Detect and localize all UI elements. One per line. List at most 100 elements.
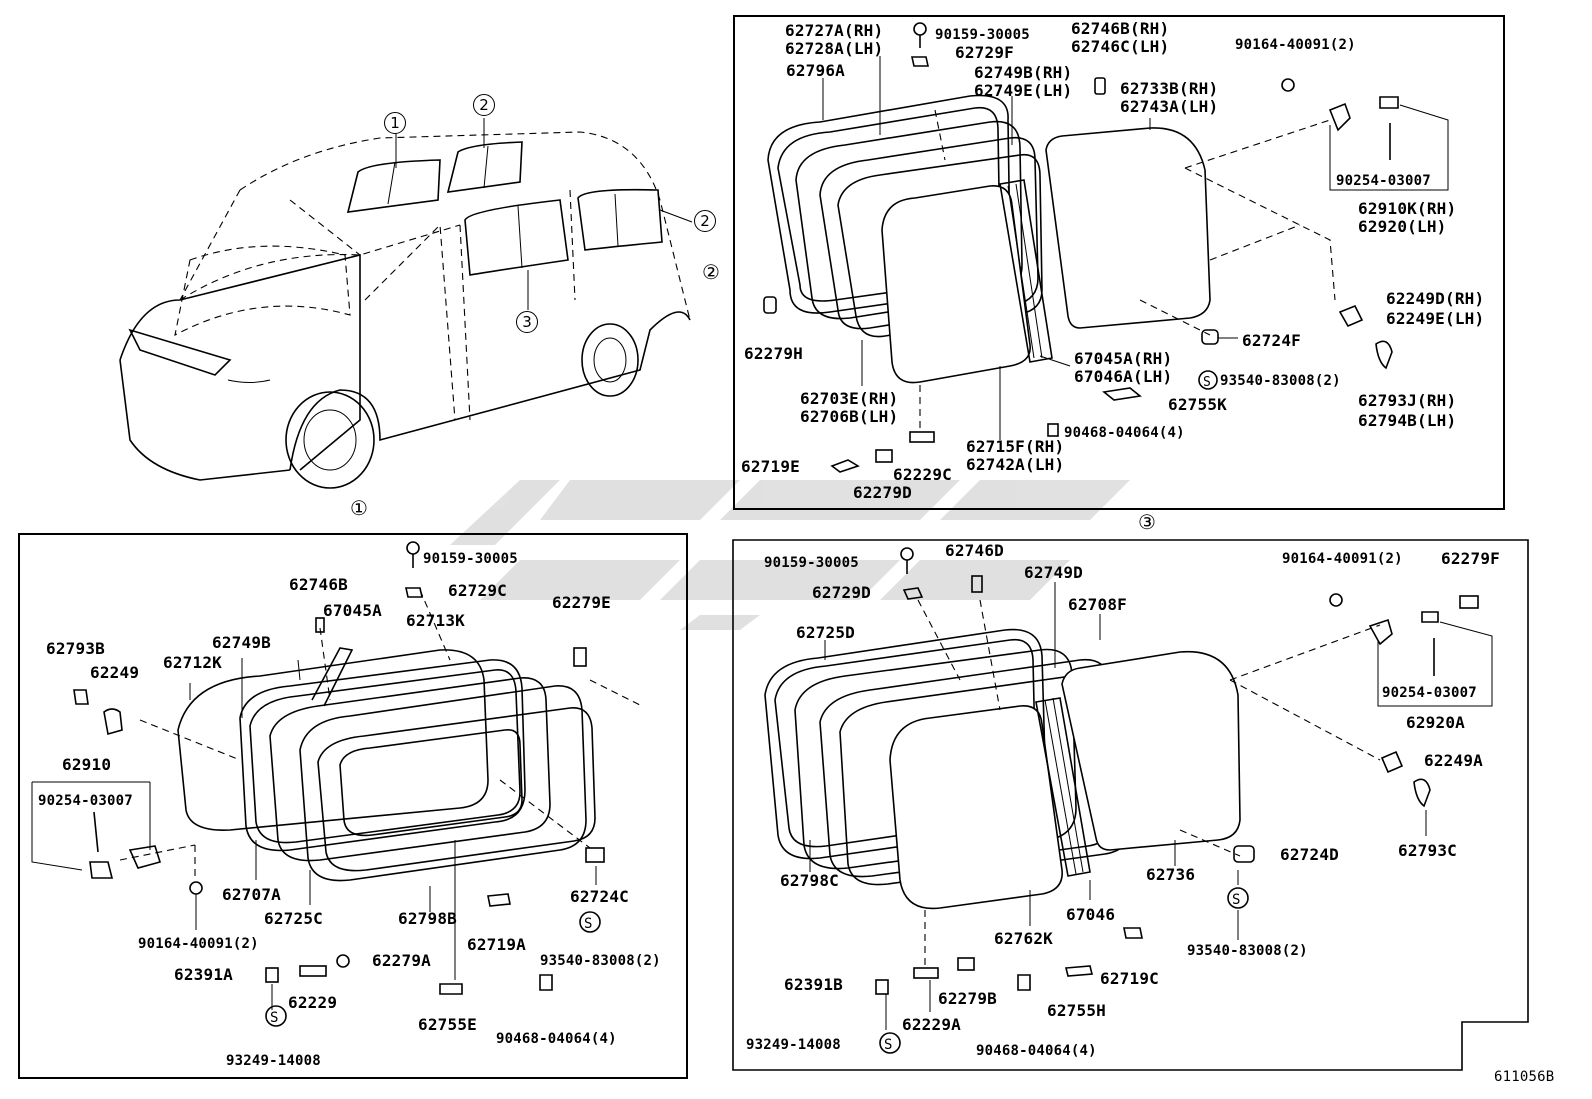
part-label: 62712K [163,653,222,672]
part-label: 62729C [448,581,507,600]
part-label: 62798C [780,871,839,890]
part-label: 62798B [398,909,457,928]
part-label: 90164-40091(2) [1282,551,1403,567]
part-label: 62279B [938,989,997,1008]
part-label: 67045A [323,601,382,620]
part-label: 62749D [1024,563,1083,582]
part-label: 67046A(LH) [1074,367,1173,386]
part-label: 62724F [1242,331,1301,350]
svg-text:S: S [1232,892,1240,908]
part-label: 62755E [418,1015,477,1034]
part-label: 62391B [784,975,843,994]
part-label: 62708F [1068,595,1127,614]
part-label: 62707A [222,885,281,904]
part-label: 62279E [552,593,611,612]
part-label: 62746D [945,541,1004,560]
part-label: 62279A [372,951,431,970]
part-label: 90159-30005 [764,555,859,571]
part-label: 62229C [893,465,952,484]
panel-bottom-left-drawing [31,541,641,1010]
part-label: 62793B [46,639,105,658]
part-label: 62728A(LH) [785,39,884,58]
part-label: 62391A [174,965,233,984]
callout-3: 3 [516,311,538,333]
part-label: 90254-03007 [38,793,133,809]
part-label: 62279H [744,344,803,363]
watermark-logo [450,480,1130,630]
part-label: 90468-04064(4) [496,1031,617,1047]
part-label: 62724D [1280,845,1339,864]
s-symbols: S S S S S [265,370,1249,1054]
part-label: 62249E(LH) [1386,309,1485,328]
part-label: 62910K(RH) [1358,199,1457,218]
part-label: 62715F(RH) [966,437,1065,456]
part-label: 90164-40091(2) [138,936,259,952]
part-label: 62796A [786,61,845,80]
part-label: 62729F [955,43,1014,62]
part-label: 62920A [1406,713,1465,732]
part-label: 62725D [796,623,855,642]
part-label: 62755K [1168,395,1227,414]
part-label: 62249A [1424,751,1483,770]
svg-text:S: S [1203,375,1211,390]
part-label: 62746C(LH) [1071,37,1170,56]
part-label: 62794B(LH) [1358,411,1457,430]
panel-bottom-left-frame [18,533,688,1079]
part-label: 62746B(RH) [1071,19,1170,38]
panel-top-right-drawing [763,22,1449,473]
part-label: 62910 [62,755,112,774]
part-label: 90468-04064(4) [1064,425,1185,441]
part-label: 62749B [212,633,271,652]
part-label: 62743A(LH) [1120,97,1219,116]
callout-2-roof: 2 [473,94,495,116]
panel-bottom-right-drawing [764,547,1493,1030]
part-label: 62703E(RH) [800,389,899,408]
part-label: 90468-04064(4) [976,1043,1097,1059]
part-label: 62746B [289,575,348,594]
part-label: 93540-83008(2) [1187,943,1308,959]
part-label: 62719C [1100,969,1159,988]
part-label: 62749E(LH) [974,81,1073,100]
part-label: 62706B(LH) [800,407,899,426]
part-label: 62725C [264,909,323,928]
part-label: 62719A [467,935,526,954]
part-label: 62762K [994,929,1053,948]
part-label: 90159-30005 [423,551,518,567]
callout-2-side: 2 [694,210,716,232]
panel-bottom-right-frame [732,539,1529,1071]
part-label: 62920(LH) [1358,217,1447,236]
part-label: 62793C [1398,841,1457,860]
part-label: 93249-14008 [226,1053,321,1069]
part-label: 62755H [1047,1001,1106,1020]
part-label: 62793J(RH) [1358,391,1457,410]
part-label: 62279F [1441,549,1500,568]
callout-1: 1 [384,112,406,134]
part-label: 62713K [406,611,465,630]
section-title-2: ② [702,260,720,284]
part-label: 62719E [741,457,800,476]
part-label: 62249 [90,663,140,682]
svg-text:S: S [270,1010,278,1026]
part-label: 90164-40091(2) [1235,37,1356,53]
part-label: 90254-03007 [1382,685,1477,701]
panel-top-right-frame [733,15,1505,510]
part-label: 67045A(RH) [1074,349,1173,368]
part-label: 62229 [288,993,338,1012]
part-label: 93249-14008 [746,1037,841,1053]
part-label: 90159-30005 [935,27,1030,43]
section-title-1: ① [350,496,368,520]
part-label: 90254-03007 [1336,173,1431,189]
part-label: 93540-83008(2) [540,953,661,969]
part-label: 67046 [1066,905,1116,924]
document-code: 611056B [1494,1069,1555,1085]
part-label: 62729D [812,583,871,602]
part-label: 62749B(RH) [974,63,1073,82]
svg-text:S: S [584,916,592,932]
section-title-3: ③ [1138,510,1156,534]
part-label: 62724C [570,887,629,906]
svg-text:S: S [884,1037,892,1053]
part-label: 62733B(RH) [1120,79,1219,98]
part-label: 62736 [1146,865,1196,884]
vehicle-illustration [119,118,693,489]
